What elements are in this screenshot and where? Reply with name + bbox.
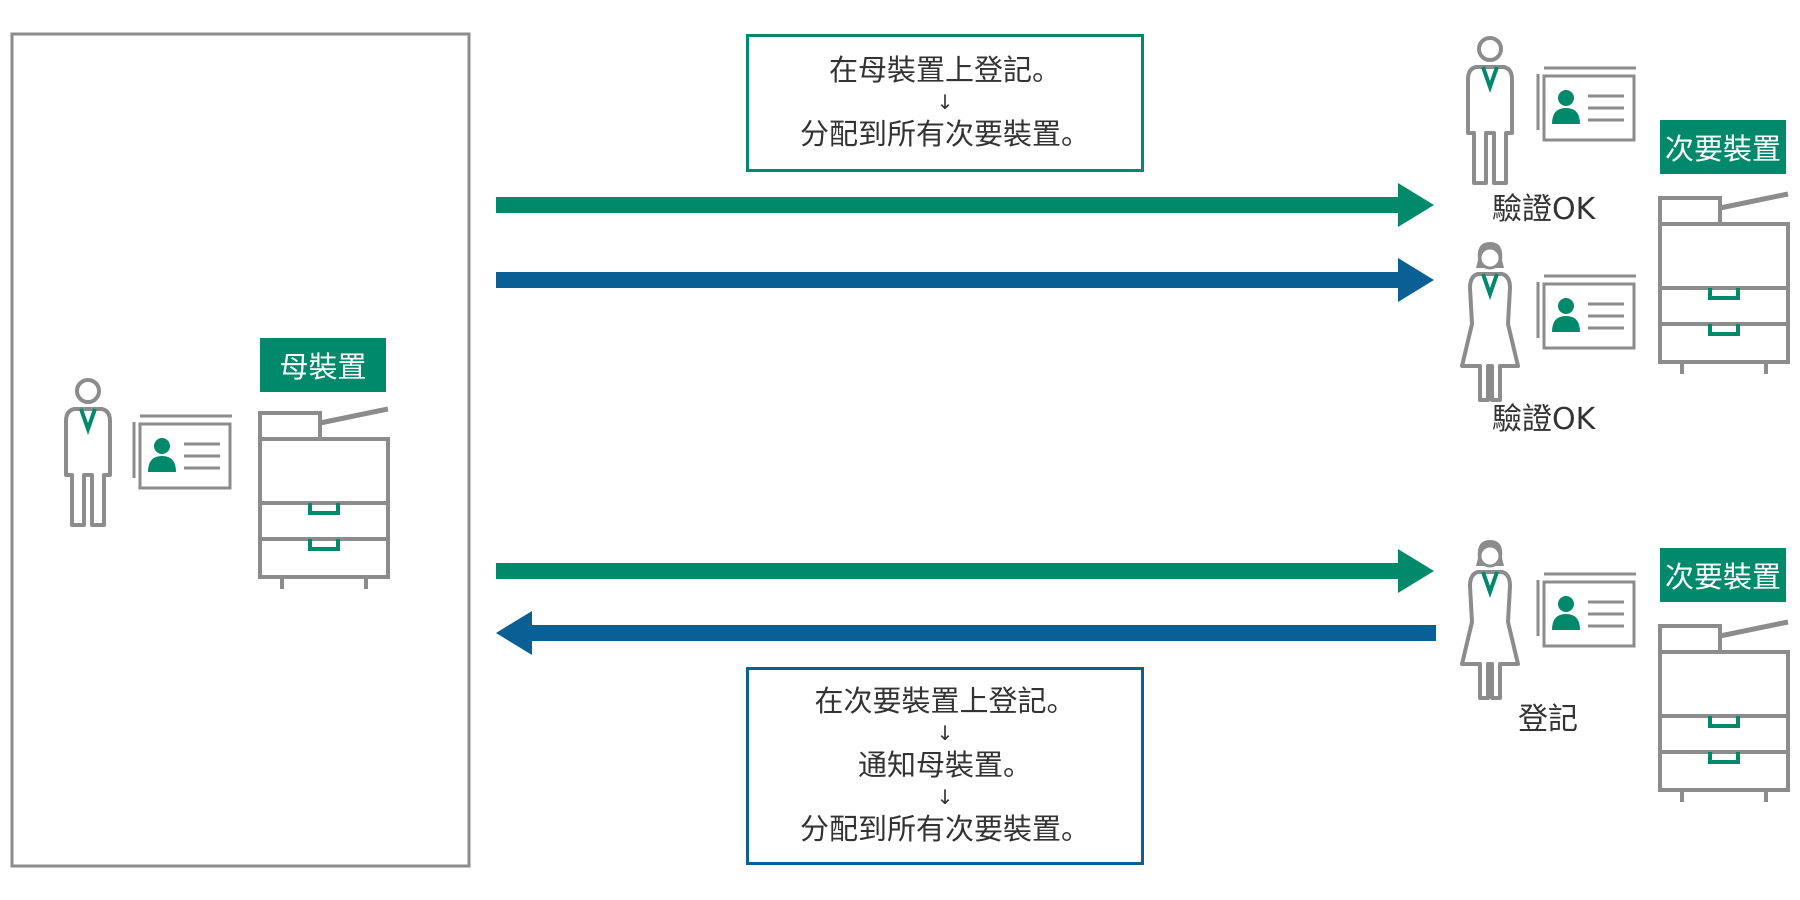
id-card-icon <box>1536 274 1638 350</box>
id-card-icon <box>132 414 234 490</box>
flow-top-box: 在母裝置上登記。 ↓ 分配到所有次要裝置。 <box>746 34 1144 172</box>
person-male-icon <box>64 378 112 527</box>
parent-frame <box>10 32 471 868</box>
printer-icon <box>1660 194 1788 374</box>
arrow-left-icon <box>496 611 1436 655</box>
arrow-right-icon <box>496 183 1434 227</box>
printer-icon <box>260 409 388 589</box>
id-card-icon <box>1536 572 1638 648</box>
printer-icon <box>1660 622 1788 802</box>
secondary-device-tag-top: 次要裝置 <box>1660 120 1786 174</box>
arrow-down-icon: ↓ <box>936 90 954 114</box>
person-male-icon <box>1466 36 1514 185</box>
person-female-icon <box>1460 240 1520 402</box>
arrow-down-icon: ↓ <box>936 785 954 809</box>
arrow-right-icon <box>496 258 1434 302</box>
flow-step: 分配到所有次要裝置。 <box>799 117 1090 151</box>
flow-step: 在次要裝置上登記。 <box>814 684 1076 718</box>
flow-step: 分配到所有次要裝置。 <box>799 812 1090 846</box>
flow-step: 通知母裝置。 <box>857 748 1032 782</box>
id-card-icon <box>1536 66 1638 142</box>
secondary-device-tag-bottom: 次要裝置 <box>1660 548 1786 602</box>
flow-bottom-box: 在次要裝置上登記。 ↓ 通知母裝置。 ↓ 分配到所有次要裝置。 <box>746 667 1144 865</box>
parent-device-tag: 母裝置 <box>260 338 386 392</box>
person-female-icon <box>1460 538 1520 700</box>
register-label: 登記 <box>1518 702 1578 737</box>
arrow-right-icon <box>496 549 1434 593</box>
arrow-down-icon: ↓ <box>936 721 954 745</box>
auth-ok-label: 驗證OK <box>1492 192 1596 227</box>
auth-ok-label: 驗證OK <box>1492 402 1596 437</box>
flow-step: 在母裝置上登記。 <box>828 53 1061 87</box>
